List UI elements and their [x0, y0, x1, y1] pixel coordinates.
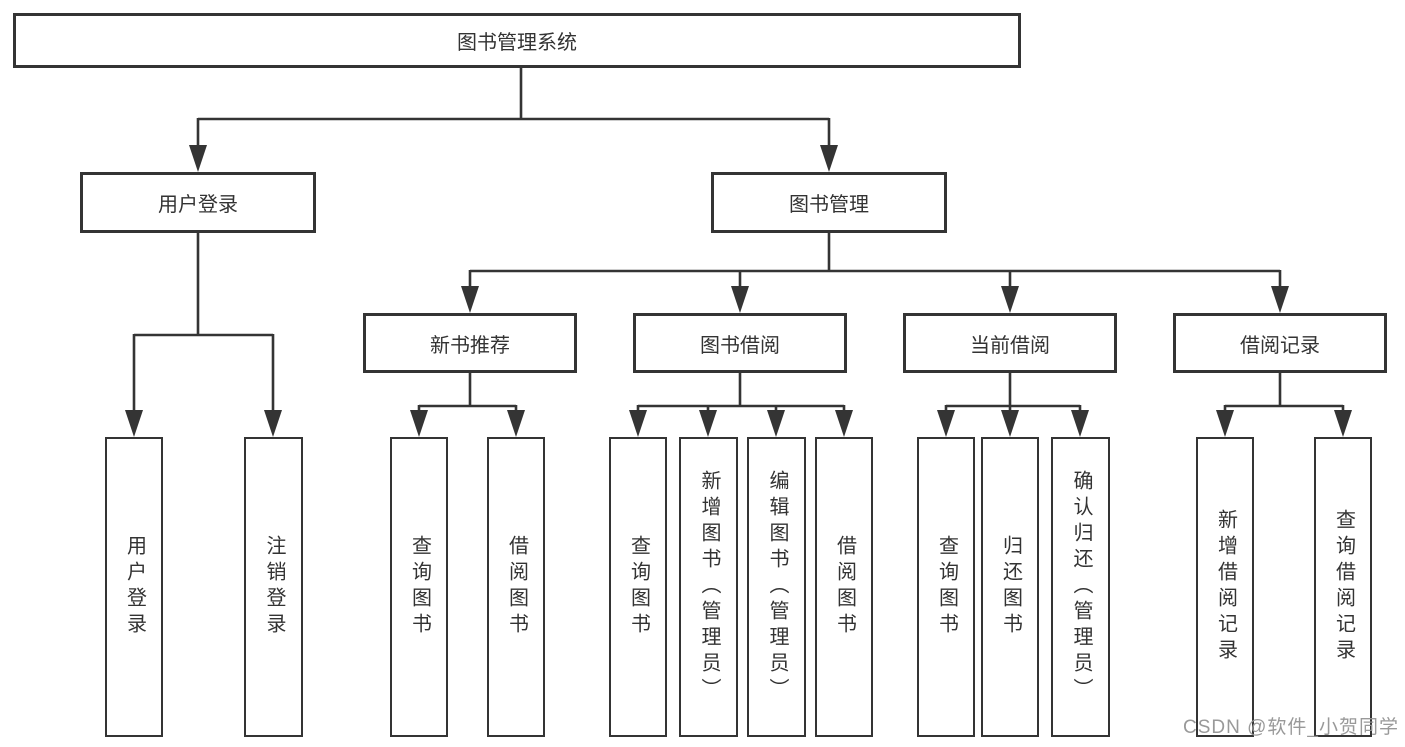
node-new-book-recommend-label: 新书推荐	[430, 334, 510, 357]
node-current-borrowing: 当前借阅	[903, 313, 1117, 373]
leaf-add-borrow-record: 新增借阅记录	[1196, 437, 1254, 737]
csdn-watermark: CSDN @软件_小贺同学	[1183, 717, 1399, 738]
leaf-return-book-label: 归还图书	[999, 535, 1022, 639]
leaf-return-book: 归还图书	[981, 437, 1039, 737]
leaf-edit-book-admin: 编辑图书（管理员）	[747, 437, 806, 737]
leaf-borrow-books-recommend: 借阅图书	[487, 437, 545, 737]
node-new-book-recommend: 新书推荐	[363, 313, 577, 373]
node-borrowing-records-label: 借阅记录	[1240, 334, 1320, 357]
leaf-query-books-current-label: 查询图书	[935, 535, 958, 639]
node-user-login-label: 用户登录	[158, 194, 238, 216]
leaf-query-borrow-record: 查询借阅记录	[1314, 437, 1372, 737]
node-book-borrowing: 图书借阅	[633, 313, 847, 373]
leaf-query-books-recommend-label: 查询图书	[408, 535, 431, 639]
node-book-management-label: 图书管理	[789, 194, 869, 216]
leaf-borrow-books: 借阅图书	[815, 437, 873, 737]
leaf-edit-book-admin-label: 编辑图书（管理员）	[766, 470, 788, 704]
node-root-library-system: 图书管理系统	[13, 13, 1021, 68]
leaf-query-books-borrow: 查询图书	[609, 437, 667, 737]
leaf-add-book-admin: 新增图书（管理员）	[679, 437, 738, 737]
leaf-borrow-books-label: 借阅图书	[833, 535, 856, 639]
leaf-borrow-books-recommend-label: 借阅图书	[505, 535, 528, 639]
node-borrowing-records: 借阅记录	[1173, 313, 1387, 373]
leaf-query-books-recommend: 查询图书	[390, 437, 448, 737]
leaf-logout: 注销登录	[244, 437, 303, 737]
node-current-borrowing-label: 当前借阅	[970, 334, 1050, 357]
leaf-logout-label: 注销登录	[263, 535, 285, 639]
node-book-borrowing-label: 图书借阅	[700, 334, 780, 357]
leaf-query-borrow-record-label: 查询借阅记录	[1332, 509, 1355, 665]
arrowheads	[125, 145, 1352, 437]
leaf-user-login: 用户登录	[105, 437, 163, 737]
leaf-query-books-current: 查询图书	[917, 437, 975, 737]
node-book-management: 图书管理	[711, 172, 947, 233]
leaf-confirm-return-admin: 确认归还（管理员）	[1051, 437, 1110, 737]
leaf-confirm-return-admin-label: 确认归还（管理员）	[1070, 470, 1092, 704]
node-root-label: 图书管理系统	[457, 32, 577, 54]
leaf-query-books-borrow-label: 查询图书	[627, 535, 650, 639]
leaf-add-book-admin-label: 新增图书（管理员）	[698, 470, 720, 704]
node-user-login: 用户登录	[80, 172, 316, 233]
leaf-add-borrow-record-label: 新增借阅记录	[1214, 509, 1237, 665]
leaf-user-login-label: 用户登录	[123, 535, 146, 639]
